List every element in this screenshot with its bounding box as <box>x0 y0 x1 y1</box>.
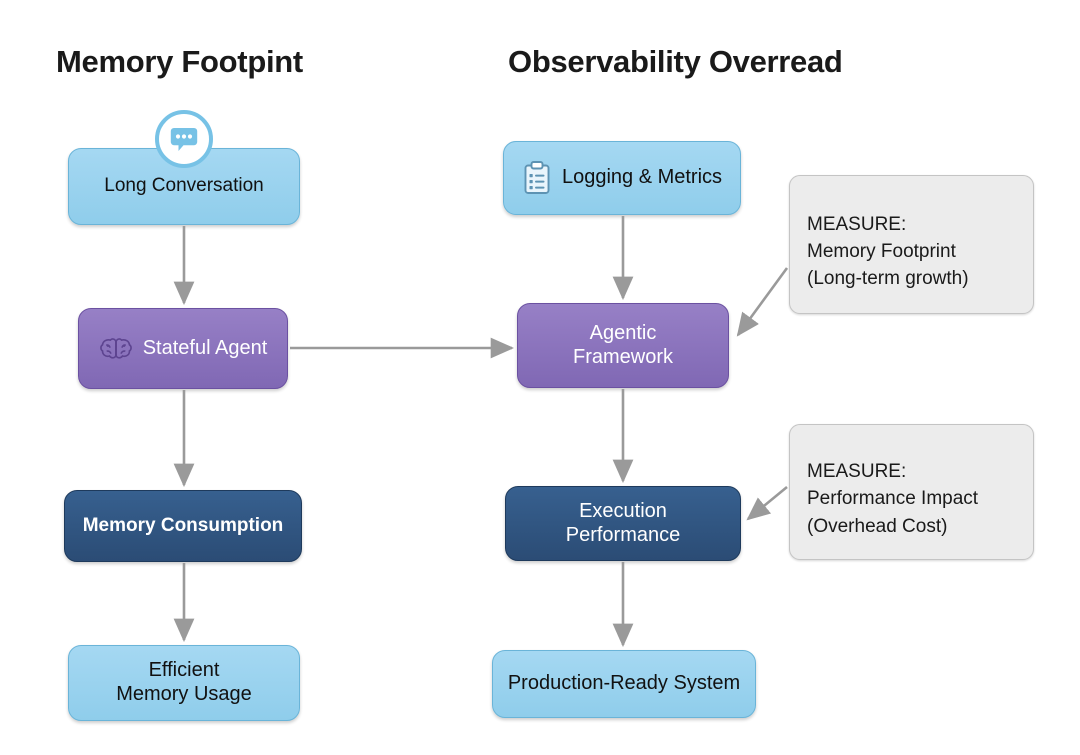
note-measure-performance-impact-line1: MEASURE: <box>807 461 907 483</box>
note-measure-performance-impact-line2: Performance Impact <box>807 488 979 510</box>
node-logging-metrics[interactable]: Logging & Metrics <box>503 141 741 215</box>
node-execution-performance-line1: Execution <box>579 499 667 522</box>
node-agentic-framework-label: Agentic Framework <box>573 322 673 369</box>
note-measure-memory-footprint-line3: (Long-term growth) <box>807 268 969 290</box>
node-long-conversation-label: Long Conversation <box>104 175 264 197</box>
node-memory-consumption-label: Memory Consumption <box>82 514 284 536</box>
node-agentic-framework[interactable]: Agentic Framework <box>517 303 729 388</box>
node-execution-performance-label: Execution Performance <box>566 500 681 547</box>
node-execution-performance[interactable]: Execution Performance <box>505 486 741 561</box>
node-production-ready-system[interactable]: Production-Ready System <box>492 650 756 718</box>
clipboard-checklist-icon <box>522 160 552 196</box>
note-measure-memory-footprint[interactable]: MEASURE: Memory Footprint (Long-term gro… <box>789 175 1034 314</box>
edge-performance-impact-note-to-execution-performance <box>746 485 788 521</box>
brain-icon <box>99 335 133 363</box>
page-title-left: Memory Footpint <box>56 44 303 79</box>
edge-memory-footprint-note-to-agentic-framework <box>736 267 789 337</box>
node-production-ready-system-label: Production-Ready System <box>507 672 741 695</box>
node-logging-metrics-label: Logging & Metrics <box>561 166 723 189</box>
node-execution-performance-line2: Performance <box>565 523 681 546</box>
note-measure-memory-footprint-line1: MEASURE: <box>807 213 907 235</box>
note-measure-memory-footprint-line2: Memory Footprint <box>807 240 956 262</box>
node-efficient-memory-usage-label: Efficient Memory Usage <box>116 659 252 706</box>
page-title-right: Observability Overread <box>508 44 843 79</box>
note-measure-memory-footprint-text: MEASURE: Memory Footprint (Long-term gro… <box>807 211 969 292</box>
node-agentic-framework-line1: Agentic <box>589 321 657 344</box>
note-measure-performance-impact-text: MEASURE: Performance Impact (Overhead Co… <box>807 458 978 539</box>
speech-bubble-icon <box>170 128 198 151</box>
note-measure-performance-impact[interactable]: MEASURE: Performance Impact (Overhead Co… <box>789 424 1034 560</box>
node-stateful-agent[interactable]: Stateful Agent <box>78 308 288 389</box>
node-memory-consumption[interactable]: Memory Consumption <box>64 490 302 562</box>
node-efficient-memory-usage-line2: Memory Usage <box>116 683 252 705</box>
node-efficient-memory-usage[interactable]: Efficient Memory Usage <box>68 645 300 721</box>
node-agentic-framework-line2: Framework <box>572 345 673 368</box>
node-stateful-agent-label: Stateful Agent <box>142 336 268 359</box>
note-measure-performance-impact-line3: (Overhead Cost) <box>807 515 948 537</box>
speech-bubble-icon-badge <box>155 110 213 168</box>
node-efficient-memory-usage-line1: Efficient <box>148 659 220 682</box>
